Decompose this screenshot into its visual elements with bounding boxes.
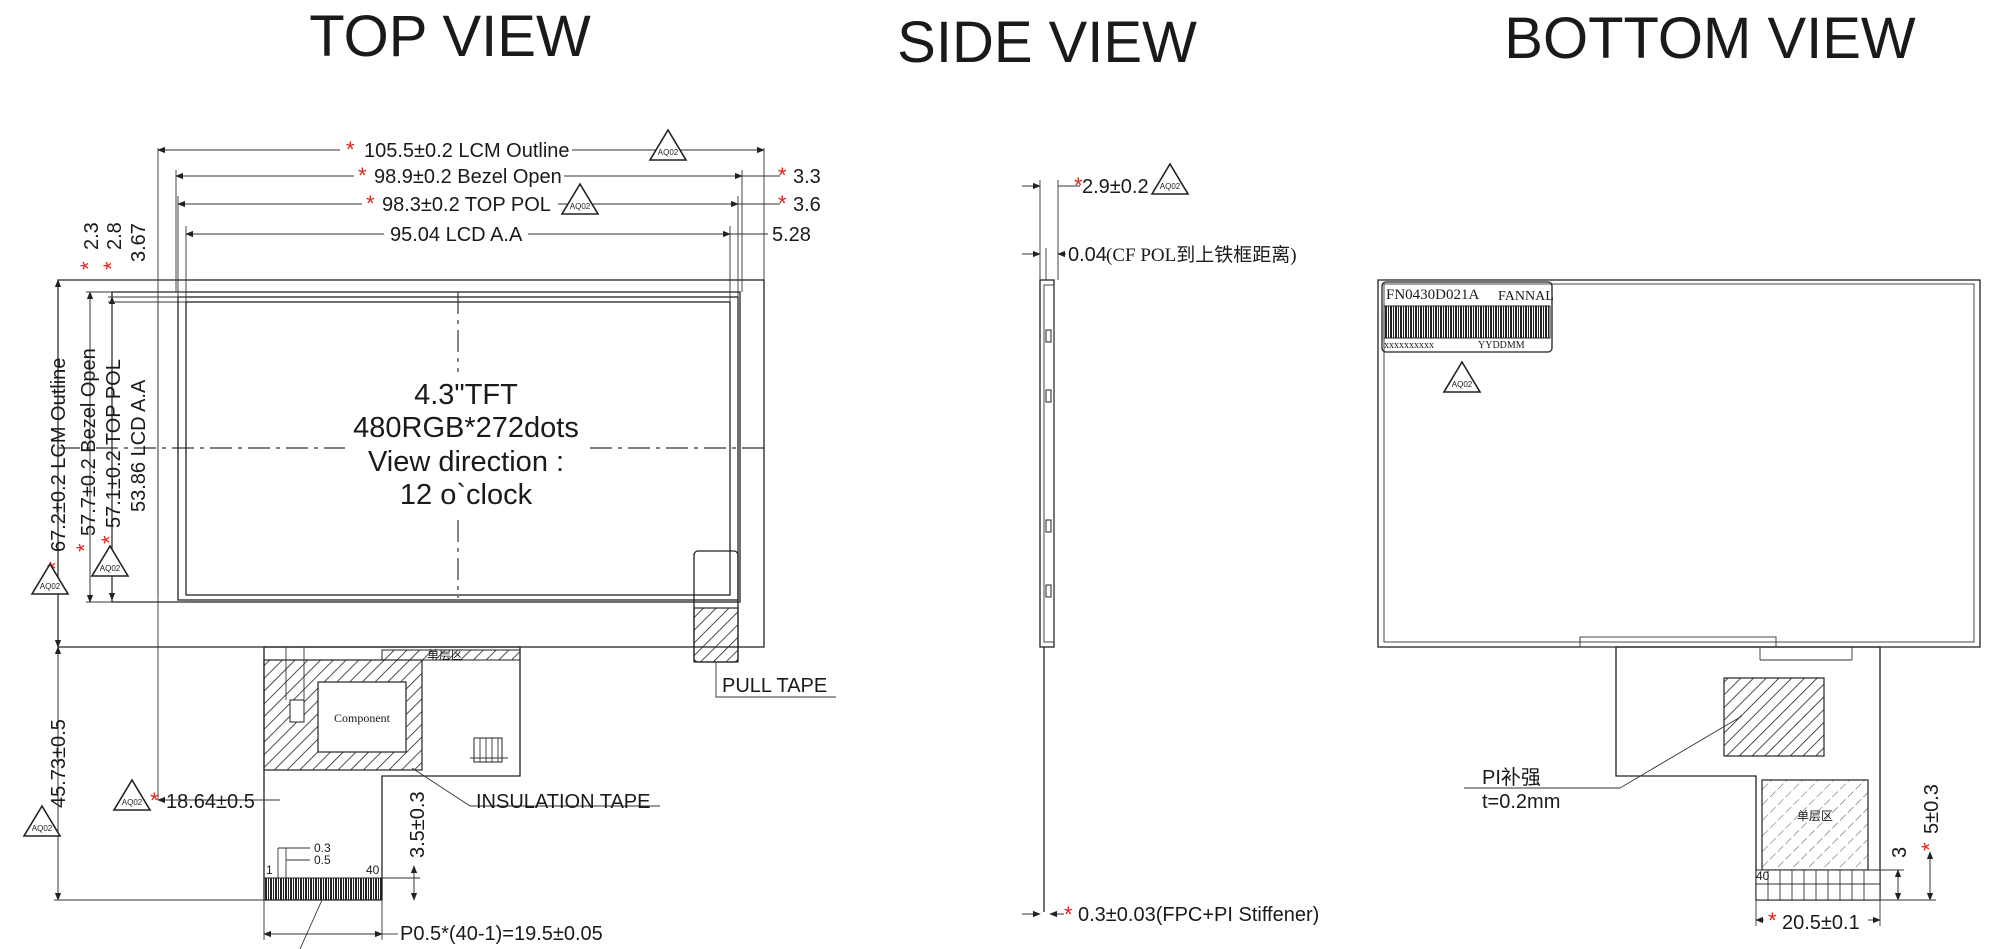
dim-v-lcd-aa: 53.86 LCD A.A [128, 379, 150, 512]
test-pads [470, 737, 508, 763]
label-serial: xxxxxxxxxx [1384, 340, 1434, 351]
insulation-tape-label: INSULATION TAPE [476, 791, 650, 813]
svg-text:*: * [150, 788, 159, 813]
rev-tag-7: AQ02 [1160, 182, 1181, 191]
dim-v-bezel-open: 57.7±0.2 Bezel Open [78, 348, 100, 536]
single-layer-bottom [1761, 779, 1869, 871]
pi-label: PI补强 [1482, 766, 1541, 789]
clock-text: 12 o`clock [400, 479, 533, 511]
top-view: 4.3"TFT 480RGB*272dots View direction : … [23, 129, 836, 949]
component-label: Component [334, 711, 391, 725]
product-label [1381, 281, 1553, 353]
label-date: YYDDMM [1478, 340, 1525, 351]
dim-205: 20.5±0.1 [1782, 912, 1860, 934]
dim-v-367: 3.67 [128, 223, 150, 262]
dim-cf: 0.04 [1068, 244, 1107, 266]
panel-size-text: 4.3"TFT [414, 379, 518, 411]
bottom-pin-40: 40 [1756, 869, 1770, 883]
dim-4573: 45.73±0.5 [48, 719, 70, 808]
single-layer-top: 单层区 [427, 648, 463, 662]
pin-1-label: 1 [266, 863, 273, 877]
svg-text:*: * [1064, 902, 1073, 927]
dim-right-33: 3.3 [793, 166, 821, 188]
rev-tag-4: AQ02 [100, 564, 121, 573]
svg-text:*: * [72, 543, 97, 552]
rev-tag-3: AQ02 [40, 582, 61, 591]
top-view-title: TOP VIEW [309, 4, 591, 69]
label-brand: FANNAL [1498, 289, 1554, 304]
pi-thickness: t=0.2mm [1482, 791, 1560, 813]
view-direction-text: View direction : [368, 446, 564, 478]
dim-v-top-pol: 57.1±0.2 TOP POL [103, 359, 125, 528]
svg-text:*: * [778, 163, 787, 188]
dim-cf-note: (CF POL到上铁框距离) [1106, 244, 1297, 266]
center-text-bg [345, 372, 585, 514]
svg-text:*: * [76, 261, 101, 270]
dim-lcm-outline-h: 105.5±0.2 LCM Outline [364, 140, 570, 162]
dim-bezel-open-h: 98.9±0.2 Bezel Open [374, 166, 562, 188]
side-view-title: SIDE VIEW [897, 10, 1197, 75]
dim-fpc-thickness: 0.3±0.03(FPC+PI Stiffener) [1078, 904, 1319, 926]
svg-text:*: * [778, 191, 787, 216]
side-view: * 2.9±0.2 AQ02 0.04 (CF POL到上铁框距离) * 0.3… [1022, 163, 1319, 927]
svg-text:*: * [97, 535, 122, 544]
pin-40-label: 40 [366, 863, 380, 877]
dim-top-pol-h: 98.3±0.2 TOP POL [382, 194, 551, 216]
svg-text:*: * [358, 163, 367, 188]
component-area [317, 681, 407, 753]
rev-tag-8: AQ02 [1452, 380, 1473, 389]
svg-text:*: * [346, 137, 355, 162]
dim-3: 3 [1889, 847, 1911, 858]
dim-5: 5±0.3 [1921, 784, 1943, 834]
rev-tag-1: AQ02 [658, 148, 679, 157]
dim-v-23: 2.3 [81, 222, 103, 250]
bottom-view-title: BOTTOM VIEW [1504, 6, 1916, 71]
rev-tag-2: AQ02 [570, 202, 591, 211]
svg-text:*: * [366, 191, 375, 216]
dim-v-lcm-outline: 67.2±0.2 LCM Outline [48, 358, 70, 552]
dim-right-528: 5.28 [772, 224, 811, 246]
svg-text:*: * [43, 561, 68, 570]
resolution-text: 480RGB*272dots [353, 412, 579, 444]
bottom-pins [1756, 870, 1880, 900]
dim-1864: 18.64±0.5 [166, 791, 255, 813]
label-part-number: FN0430D021A [1386, 287, 1480, 303]
side-outline [1039, 279, 1055, 648]
pull-tape-hatch [693, 607, 739, 663]
pull-tape-label: PULL TAPE [722, 675, 827, 697]
dim-03: 0.3 [314, 841, 331, 855]
svg-text:*: * [1917, 842, 1942, 851]
dim-35: 3.5±0.3 [407, 791, 429, 858]
svg-text:*: * [1768, 908, 1777, 933]
bottom-view: FN0430D021A FANNAL xxxxxxxxxx YYDDMM AQ0… [1377, 279, 1981, 934]
svg-text:*: * [99, 261, 124, 270]
rev-tag-5: AQ02 [32, 824, 53, 833]
dim-side-thickness: 2.9±0.2 [1082, 176, 1149, 198]
dim-05: 0.5 [314, 853, 331, 867]
dim-v-28: 2.8 [104, 222, 126, 250]
fpc-pins [263, 877, 383, 901]
label-barcode [1383, 305, 1551, 339]
dim-right-36: 3.6 [793, 194, 821, 216]
rev-tag-6: AQ02 [122, 798, 143, 807]
pitch-dim: P0.5*(40-1)=19.5±0.05 [400, 923, 603, 945]
single-layer-bottom-label: 单层区 [1797, 809, 1833, 823]
pi-stiffener [1723, 677, 1825, 757]
dim-lcd-aa-h: 95.04 LCD A.A [390, 224, 523, 246]
svg-text:*: * [1074, 173, 1083, 198]
